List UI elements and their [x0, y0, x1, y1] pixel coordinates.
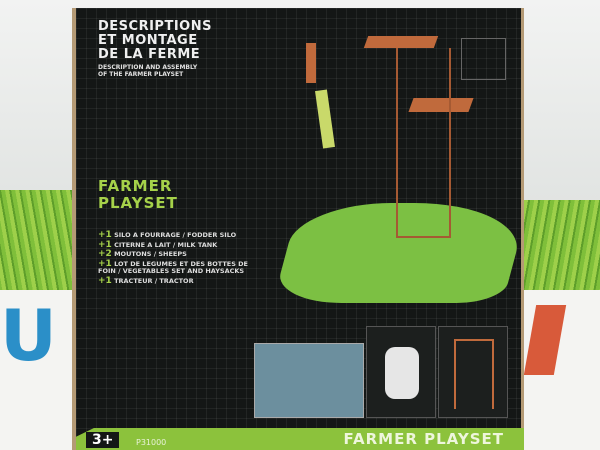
- age-label: 3+: [86, 432, 120, 448]
- band-product-name: FARMER PLAYSET: [343, 430, 504, 448]
- contents-list: +1 SILO A FOURRAGE / FODDER SILO +1 CITE…: [98, 230, 268, 287]
- milk-tank-illustration: [385, 347, 419, 399]
- product-code: P31000: [136, 438, 167, 447]
- bottom-band: FARMER PLAYSET: [76, 428, 524, 450]
- grass-right: [520, 200, 600, 300]
- milk-tank-panel: [366, 326, 436, 418]
- parts-panel: [461, 38, 506, 80]
- sign-banner-illustration: [315, 89, 335, 149]
- sign-letter-left: U: [0, 295, 57, 377]
- grass-left: [0, 190, 80, 300]
- sign-left: [0, 290, 80, 450]
- list-item: +1 LOT DE LEGUMES ET DES BOTTES DE FOIN …: [98, 258, 248, 275]
- frame-panel: [438, 326, 508, 418]
- barn-frame-illustration: [396, 48, 451, 238]
- frame-illustration: [454, 339, 494, 409]
- list-item: +1 SILO A FOURRAGE / FODDER SILO: [98, 230, 237, 240]
- silo-illustration: [306, 43, 316, 83]
- sticker-sheet-illustration: [254, 343, 364, 418]
- list-item: +1 TRACTEUR / TRACTOR: [98, 275, 194, 286]
- list-item: +1 CITERNE A LAIT / MILK TANK: [98, 239, 218, 250]
- list-item: +2 MOUTONS / SHEEPS: [98, 249, 187, 259]
- roof-illustration: [363, 36, 439, 48]
